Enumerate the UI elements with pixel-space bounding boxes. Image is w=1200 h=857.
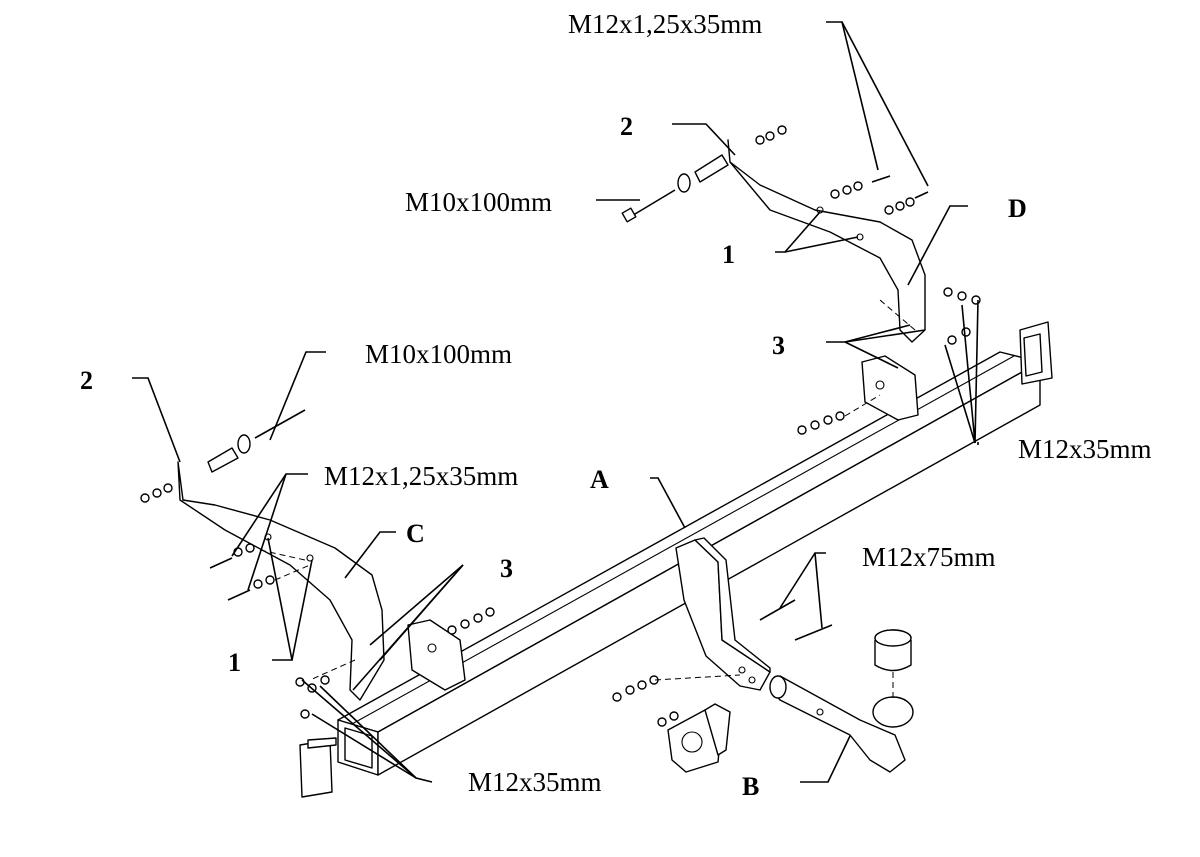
part-label-D: D [1008, 194, 1027, 223]
side-bracket-D [727, 139, 926, 421]
label-bolt-m12x75: M12x75mm [862, 542, 996, 572]
leader-lines [132, 21, 979, 783]
bolt-set-centre [612, 599, 833, 727]
label-bolt-m10-top: M10x100mm [405, 187, 552, 217]
callout-1-top: 1 [722, 240, 735, 269]
part-label-B: B [742, 772, 759, 801]
callout-2-left: 2 [80, 366, 93, 395]
label-bolt-m10-left: M10x100mm [365, 339, 512, 369]
end-cap-left [299, 737, 337, 798]
center-bracket [675, 537, 771, 691]
end-cap-right [1019, 321, 1053, 385]
callout-3-left: 3 [500, 554, 513, 583]
side-bracket-C [177, 461, 466, 701]
label-bolt-m12x35-right: M12x35mm [1018, 434, 1152, 464]
socket-plate [667, 703, 731, 773]
part-label-A: A [590, 465, 609, 494]
bolt-set-left [140, 409, 311, 601]
bolt-set-crossbar [295, 287, 981, 719]
bolt-set-top [621, 125, 929, 223]
label-bolt-m12x125-left: M12x1,25x35mm [324, 461, 518, 491]
label-bolt-m12x125-top: M12x1,25x35mm [568, 9, 762, 39]
callout-1-left: 1 [228, 648, 241, 677]
callout-3-right: 3 [772, 331, 785, 360]
label-bolt-m12x35-bottom: M12x35mm [468, 767, 602, 797]
ball-arm-B [769, 629, 914, 773]
part-label-C: C [406, 519, 425, 548]
callout-2-top: 2 [620, 112, 633, 141]
